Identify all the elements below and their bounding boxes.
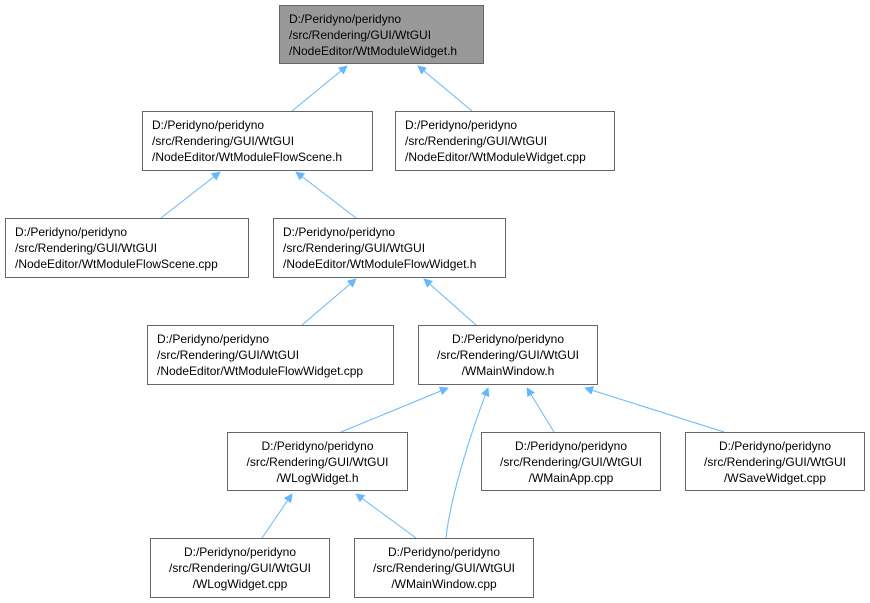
node-w-log-widget-h[interactable]: D:/Peridyno/peridyno /src/Rendering/GUI/… [227,432,408,491]
node-path-line: /NodeEditor/WtModuleFlowWidget.cpp [157,364,364,378]
node-path-line: /src/Rendering/GUI/WtGUI [246,455,389,469]
node-wt-module-widget-h: D:/Peridyno/peridyno /src/Rendering/GUI/… [279,5,484,64]
node-path-line: /WLogWidget.h [276,471,359,485]
node-path-line: D:/Peridyno/peridyno [152,118,265,132]
node-path-line: /src/Rendering/GUI/WtGUI [372,561,516,575]
node-path-line: /src/Rendering/GUI/WtGUI [283,241,426,255]
node-path-line: D:/Peridyno/peridyno [157,332,270,346]
node-path-line: /src/Rendering/GUI/WtGUI [168,561,312,575]
node-path-line: /src/Rendering/GUI/WtGUI [499,455,643,469]
node-path-line: /WSaveWidget.cpp [723,471,827,485]
edge-n2-to-n1 [291,65,348,112]
node-path-line: /WMainApp.cpp [528,471,614,485]
node-path-line: D:/Peridyno/peridyno [514,439,628,453]
node-path-line: D:/Peridyno/peridyno [451,332,565,346]
node-path-line: D:/Peridyno/peridyno [387,545,501,559]
node-w-main-window-cpp[interactable]: D:/Peridyno/peridyno /src/Rendering/GUI/… [354,538,534,598]
node-path-line: D:/Peridyno/peridyno [261,439,374,453]
node-path-line: /WMainWindow.h [461,364,555,378]
node-path-line: D:/Peridyno/peridyno [289,12,402,26]
edge-n12-to-n8 [355,493,417,539]
node-path-line: /NodeEditor/WtModuleFlowScene.h [152,150,343,164]
node-wt-module-flow-widget-cpp[interactable]: D:/Peridyno/peridyno /src/Rendering/GUI/… [147,325,394,385]
edge-n11-to-n8 [261,493,293,539]
node-w-main-app-cpp[interactable]: D:/Peridyno/peridyno /src/Rendering/GUI/… [481,432,661,491]
node-path-line: D:/Peridyno/peridyno [405,118,518,132]
edge-n4-to-n2 [160,171,221,219]
node-w-save-widget-cpp[interactable]: D:/Peridyno/peridyno /src/Rendering/GUI/… [685,432,865,491]
node-path-line: /NodeEditor/WtModuleWidget.h [289,44,458,58]
node-path-line: /src/Rendering/GUI/WtGUI [405,134,548,148]
node-path-line: D:/Peridyno/peridyno [15,225,128,239]
edge-n9-to-n7 [526,387,555,433]
node-path-line: /NodeEditor/WtModuleFlowWidget.h [283,257,477,271]
node-path-line: /src/Rendering/GUI/WtGUI [436,348,580,362]
node-path-line: /src/Rendering/GUI/WtGUI [15,241,158,255]
edge-n7-to-n5 [423,278,477,326]
node-path-line: /NodeEditor/WtModuleFlowScene.cpp [15,257,218,271]
node-w-main-window-h[interactable]: D:/Peridyno/peridyno /src/Rendering/GUI/… [418,325,598,385]
edge-n10-to-n7 [584,386,725,433]
node-path-line: /src/Rendering/GUI/WtGUI [157,348,300,362]
node-path-line: /WLogWidget.cpp [192,577,288,591]
node-path-line: /src/Rendering/GUI/WtGUI [703,455,847,469]
node-path-line: /NodeEditor/WtModuleWidget.cpp [405,150,586,164]
node-path-line: /WMainWindow.cpp [391,577,497,591]
edge-n12-to-n7 [445,387,490,539]
edge-n8-to-n7 [340,386,449,433]
node-wt-module-flow-widget-h[interactable]: D:/Peridyno/peridyno /src/Rendering/GUI/… [273,218,506,278]
node-path-line: /src/Rendering/GUI/WtGUI [289,28,432,42]
node-path-line: /src/Rendering/GUI/WtGUI [152,134,295,148]
edge-n5-to-n2 [295,171,357,219]
node-wt-module-widget-cpp[interactable]: D:/Peridyno/peridyno /src/Rendering/GUI/… [395,111,615,171]
node-path-line: D:/Peridyno/peridyno [183,545,297,559]
node-path-line: D:/Peridyno/peridyno [718,439,832,453]
edge-n6-to-n5 [301,278,357,326]
node-path-line: D:/Peridyno/peridyno [283,225,396,239]
node-wt-module-flow-scene-h[interactable]: D:/Peridyno/peridyno /src/Rendering/GUI/… [142,111,373,171]
node-w-log-widget-cpp[interactable]: D:/Peridyno/peridyno /src/Rendering/GUI/… [150,538,330,598]
node-wt-module-flow-scene-cpp[interactable]: D:/Peridyno/peridyno /src/Rendering/GUI/… [5,218,249,278]
edge-n3-to-n1 [417,65,473,112]
